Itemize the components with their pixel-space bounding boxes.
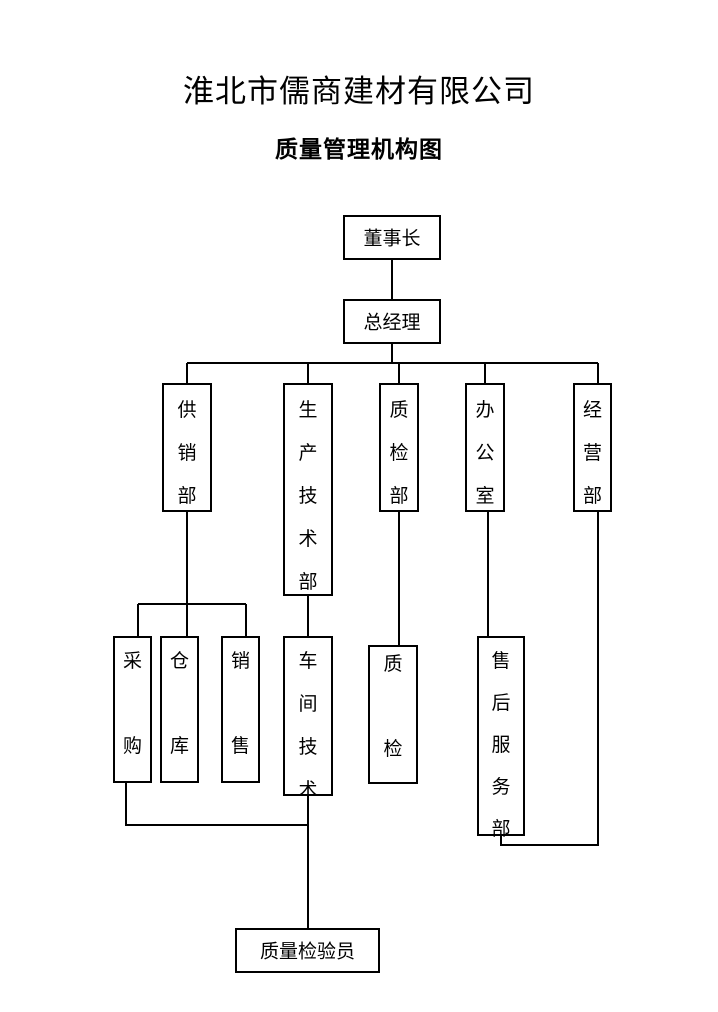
node-label: 销售 <box>231 650 250 757</box>
node-label: 质量检验员 <box>260 941 355 963</box>
node-box <box>368 645 418 784</box>
company-name: 淮北市儒商建材有限公司 <box>183 74 535 110</box>
chart-title: 质量管理机构图 <box>275 137 443 163</box>
node-inspector: 质量检验员 <box>235 928 380 973</box>
node-label: 采购 <box>123 650 142 757</box>
node-box <box>113 636 152 783</box>
node-box <box>160 636 199 783</box>
node-after-sales: 售后服务部 <box>477 636 525 840</box>
node-box <box>343 299 441 344</box>
node-label: 董事长 <box>363 228 420 250</box>
node-quality-inspection-dept: 质检部 <box>379 383 419 512</box>
node-sales: 销售 <box>221 636 260 783</box>
node-box <box>283 383 333 596</box>
node-label: 供销部 <box>177 399 196 507</box>
node-label: 生产技术部 <box>298 399 317 593</box>
node-box <box>465 383 505 512</box>
node-quality-inspection: 质检 <box>368 645 418 784</box>
node-label: 售后服务部 <box>491 650 510 840</box>
node-box <box>162 383 212 512</box>
node-box <box>379 383 419 512</box>
node-label: 经营部 <box>583 399 602 507</box>
node-box <box>283 636 333 796</box>
node-chairman: 董事长 <box>343 215 441 260</box>
node-box <box>573 383 612 512</box>
node-box <box>477 636 525 836</box>
node-warehouse: 仓库 <box>160 636 199 783</box>
node-label: 质检 <box>383 653 402 760</box>
node-box <box>343 215 441 260</box>
node-gm: 总经理 <box>343 299 441 344</box>
link-procurement-bus <box>125 782 308 826</box>
node-label: 办公室 <box>475 399 494 507</box>
node-box <box>221 636 260 783</box>
node-box <box>235 928 380 973</box>
node-label: 总经理 <box>363 312 420 334</box>
node-procurement: 采购 <box>113 636 152 783</box>
node-office: 办公室 <box>465 383 505 512</box>
connector-lines <box>125 259 599 929</box>
node-production-tech: 生产技术部 <box>283 383 333 596</box>
node-label: 车间技术 <box>298 650 317 801</box>
node-operations: 经营部 <box>573 383 612 512</box>
link-operations-aftersales <box>500 511 599 846</box>
node-label: 仓库 <box>170 650 189 757</box>
node-label: 质检部 <box>389 399 408 507</box>
node-workshop-tech: 车间技术 <box>283 636 333 801</box>
node-supply-sales: 供销部 <box>162 383 212 512</box>
